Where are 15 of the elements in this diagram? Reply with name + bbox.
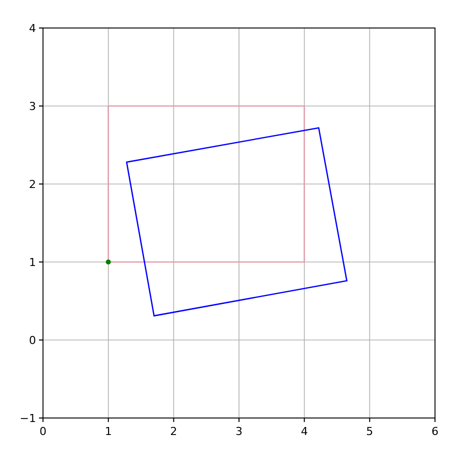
tick-label: 3 bbox=[236, 425, 242, 438]
tick-label: 5 bbox=[366, 425, 374, 438]
tilted-rectangle-outline bbox=[126, 127, 348, 317]
tick-label: 1 bbox=[104, 425, 112, 438]
tick-label: 6 bbox=[432, 425, 438, 438]
tick-label: 0 bbox=[29, 334, 36, 347]
tick-label: −1 bbox=[20, 412, 36, 425]
tick-label: 4 bbox=[300, 425, 308, 438]
tick-label: 2 bbox=[170, 425, 178, 438]
tick-label: 4 bbox=[29, 22, 36, 35]
rectangle-outline bbox=[108, 105, 305, 263]
tick-label: 2 bbox=[29, 178, 36, 191]
tick-label: 0 bbox=[40, 425, 46, 438]
tick-label: 1 bbox=[29, 256, 36, 269]
tick-label: 3 bbox=[29, 100, 36, 113]
